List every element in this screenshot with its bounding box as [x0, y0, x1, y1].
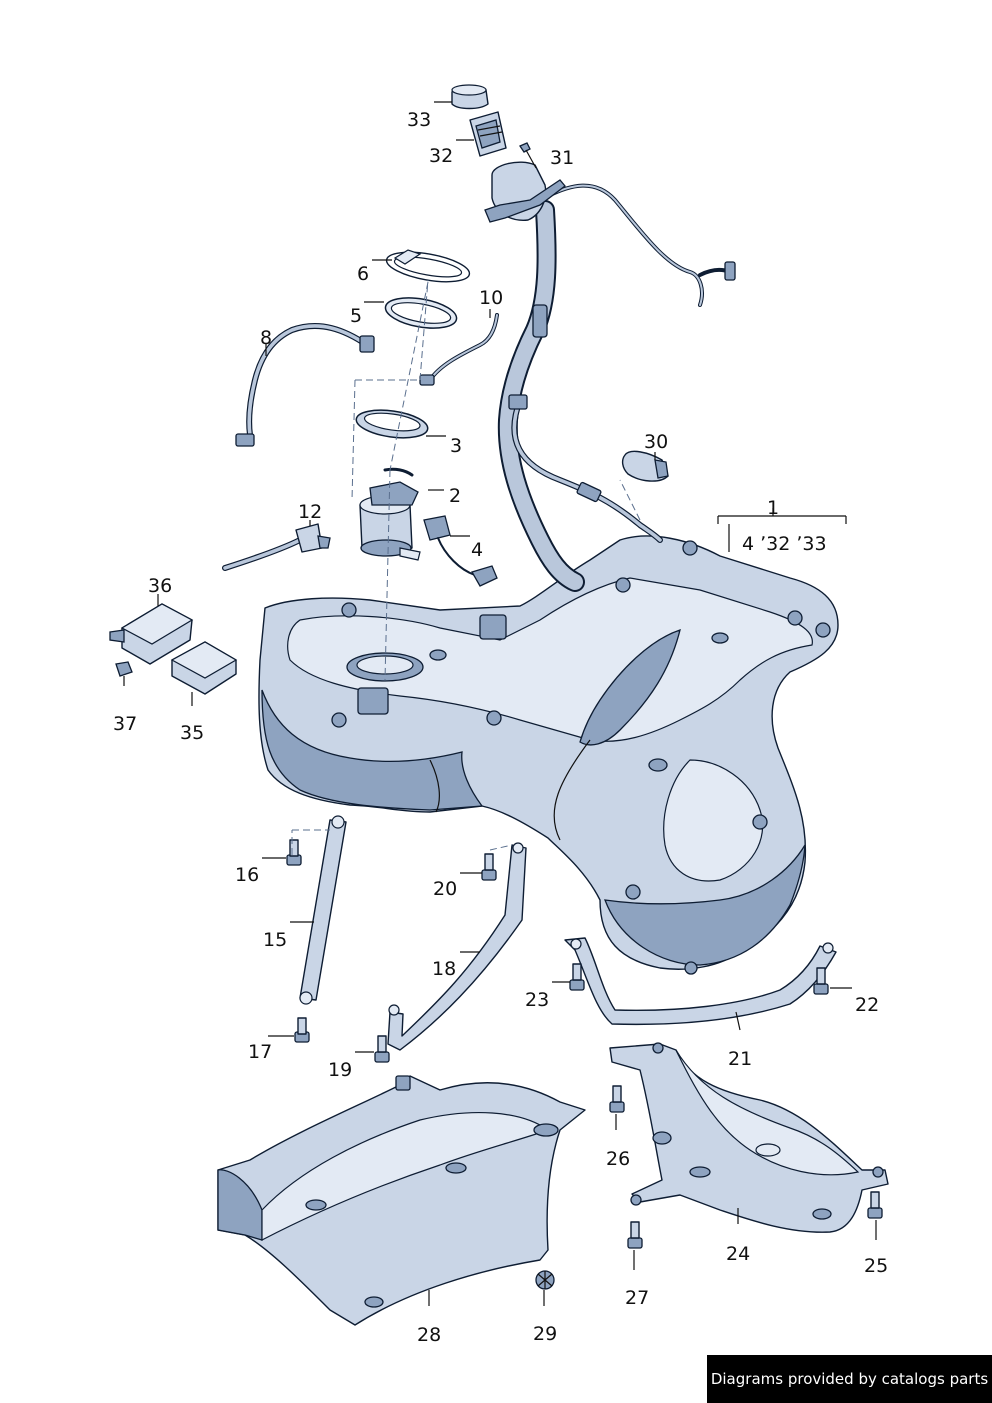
callout-26: 26 — [606, 1148, 630, 1170]
tensioning-strap-21 — [564, 937, 837, 1026]
callout-21: 21 — [728, 1048, 752, 1070]
nut-37 — [115, 661, 133, 677]
assembly-line — [489, 844, 513, 851]
callout-32: 32 — [429, 145, 453, 167]
screw-31 — [519, 142, 537, 169]
callout-10: 10 — [479, 287, 503, 309]
callout-20: 20 — [433, 878, 457, 900]
callout-15: 15 — [263, 929, 287, 951]
callout-24: 24 — [726, 1243, 750, 1265]
callout-29: 29 — [533, 1323, 557, 1345]
callout-28: 28 — [417, 1324, 441, 1346]
callout-30: 30 — [644, 431, 668, 453]
control-unit-35 — [170, 641, 238, 695]
callout-22: 22 — [855, 994, 879, 1016]
filler-insert — [469, 111, 507, 157]
level-sender-4 — [423, 515, 498, 587]
valve-12 — [222, 523, 331, 571]
locking-ring-3 — [355, 409, 429, 439]
seal-5 — [384, 297, 458, 329]
callout-labels: 1 4 ʼ32 ʼ33 2 3 4 5 6 8 10 12 15 16 17 1… — [113, 109, 888, 1346]
control-unit-36 — [109, 603, 194, 665]
bolt-27 — [627, 1221, 643, 1249]
bolt-23 — [569, 963, 585, 991]
watermark-banner: Diagrams provided by catalogs parts — [707, 1355, 992, 1403]
callout-35: 35 — [180, 722, 204, 744]
assembly-line — [384, 281, 429, 681]
filler-neck — [484, 161, 736, 592]
callout-25: 25 — [864, 1255, 888, 1277]
callout-16: 16 — [235, 864, 259, 886]
fuel-pump-2 — [359, 467, 421, 561]
assembly-line — [351, 279, 429, 501]
heat-shield-24 — [609, 1042, 889, 1233]
heat-shield-28 — [217, 1075, 586, 1326]
callout-23: 23 — [525, 989, 549, 1011]
leader-lines — [123, 101, 877, 1306]
assembly-line — [619, 479, 641, 521]
bolt-20 — [481, 853, 497, 881]
tensioning-strap-15 — [299, 815, 347, 1005]
watermark-text: Diagrams provided by catalogs parts — [710, 1370, 989, 1388]
filler-cap — [451, 84, 489, 110]
callout-12: 12 — [298, 501, 322, 523]
callout-33: 33 — [407, 109, 431, 131]
bolt-19 — [374, 1035, 390, 1063]
tensioning-strap-18 — [387, 842, 527, 1051]
callout-31: 31 — [550, 147, 574, 169]
callout-2: 2 — [449, 485, 461, 507]
callout-36: 36 — [148, 575, 172, 597]
connector-30 — [621, 450, 669, 482]
callout-37: 37 — [113, 713, 137, 735]
callout-19: 19 — [328, 1059, 352, 1081]
callout-27: 27 — [625, 1287, 649, 1309]
callout-8: 8 — [260, 327, 272, 349]
hose-8 — [235, 322, 375, 447]
callout-1-subparts: 4 ʼ32 ʼ33 — [742, 533, 827, 555]
callout-6: 6 — [357, 263, 369, 285]
callout-17: 17 — [248, 1041, 272, 1063]
bolt-25 — [867, 1191, 883, 1219]
callout-4: 4 — [471, 539, 483, 561]
callout-3: 3 — [450, 435, 462, 457]
callout-18: 18 — [432, 958, 456, 980]
fuel-tank — [258, 535, 839, 975]
line-10 — [419, 313, 499, 386]
callout-1: 1 — [767, 497, 779, 519]
clip-29 — [535, 1270, 555, 1290]
bolt-17 — [294, 1017, 310, 1043]
callout-5: 5 — [350, 305, 362, 327]
bolt-26 — [609, 1085, 625, 1113]
assembly-line — [291, 829, 330, 855]
bolt-16 — [286, 839, 302, 866]
bolt-22 — [813, 967, 829, 995]
